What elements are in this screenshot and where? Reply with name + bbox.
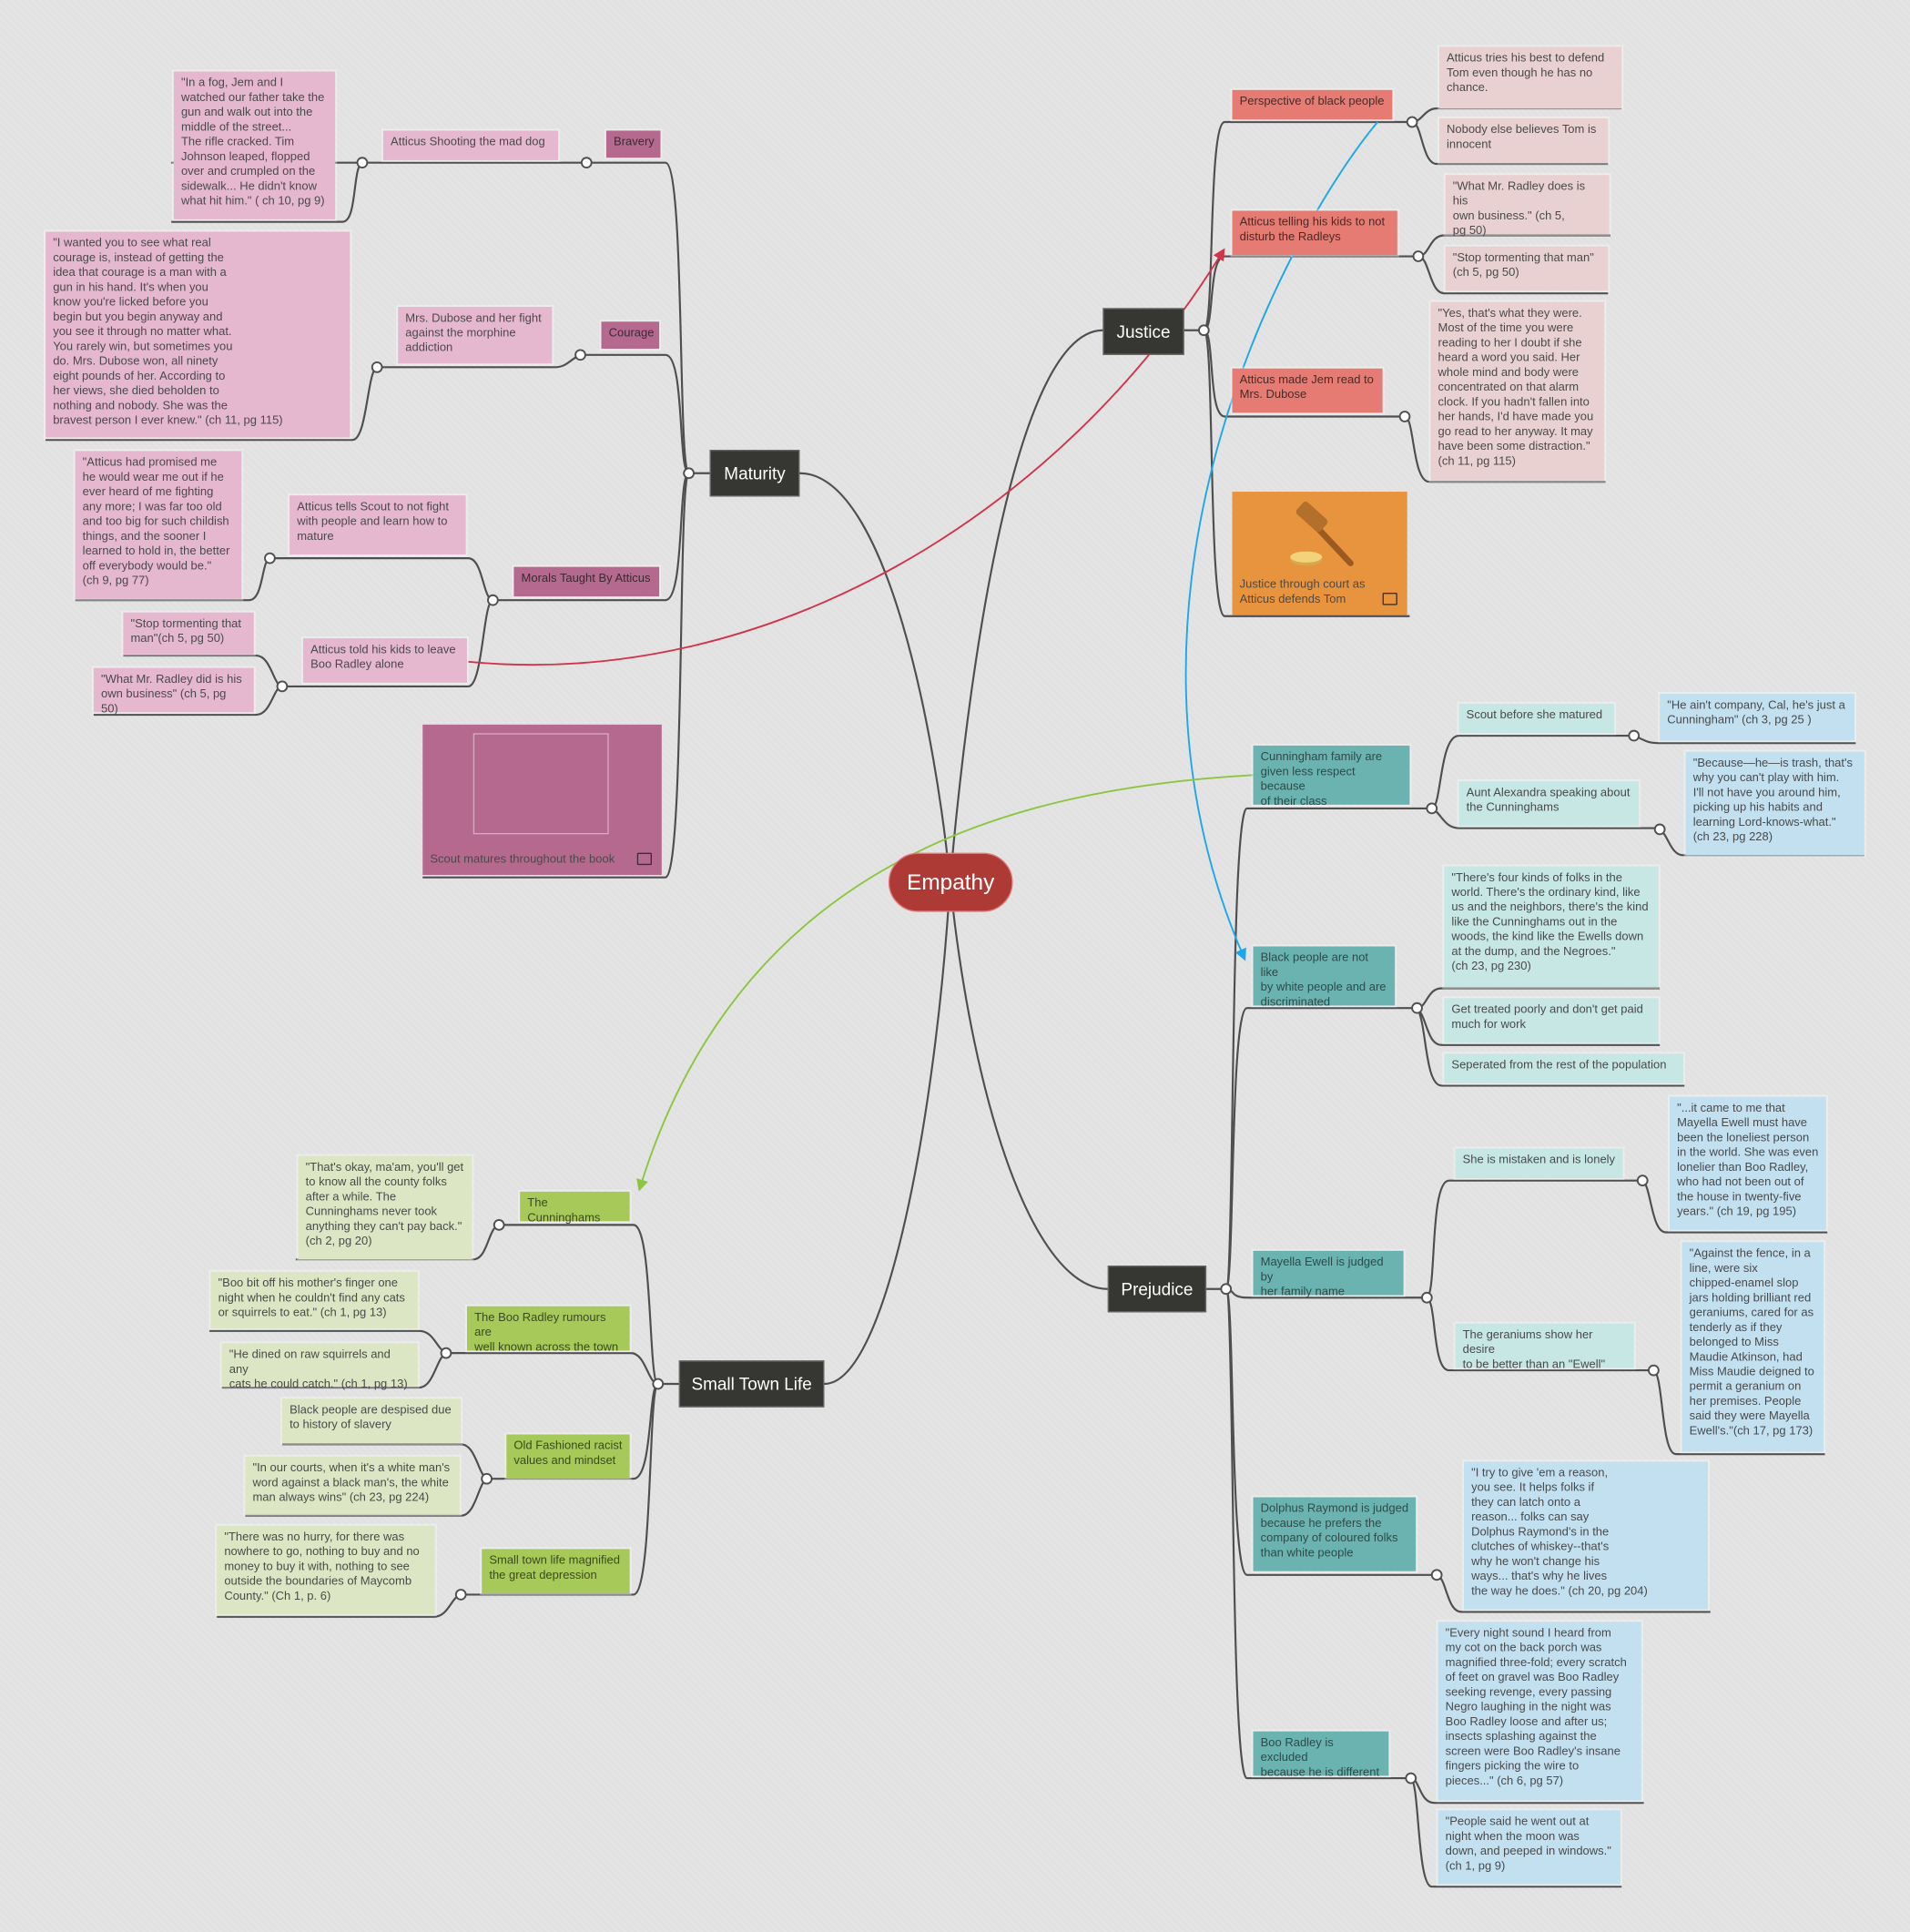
quote-peeped-windows[interactable]: "People said he went out at night when t… — [1438, 1810, 1620, 1885]
image-icon[interactable] — [1382, 593, 1397, 605]
relationship-green-arrow — [636, 774, 1254, 1192]
subtopic-courage[interactable]: Courage — [601, 321, 660, 350]
node-geraniums[interactable]: The geraniums show her desire to be bett… — [1455, 1323, 1634, 1371]
quote-stop-tormenting-justice[interactable]: "Stop tormenting that man" (ch 5, pg 50) — [1445, 246, 1609, 291]
node-dubose[interactable]: Mrs. Dubose and her fight against the mo… — [398, 307, 553, 364]
quote-raw-squirrels[interactable]: "He dined on raw squirrels and any cats … — [221, 1343, 418, 1391]
subtopic-mayella[interactable]: Mayella Ewell is judged by her family na… — [1253, 1250, 1404, 1299]
quote-radley-business[interactable]: "What Mr. Radley did is his own business… — [93, 667, 254, 716]
quote-radley-business-justice[interactable]: "What Mr. Radley does is his own busines… — [1445, 175, 1610, 238]
note-treated-poorly[interactable]: Get treated poorly and don't get paid mu… — [1444, 998, 1659, 1043]
quote-no-fight[interactable]: "Atticus had promised me he would wear m… — [75, 451, 242, 599]
node-scout-before[interactable]: Scout before she matured — [1458, 703, 1615, 734]
subtopic-great-depression[interactable]: Small town life magnified the great depr… — [482, 1549, 630, 1594]
quote-trash[interactable]: "Because—he—is trash, that's why you can… — [1685, 751, 1864, 856]
node-aunt-alexandra[interactable]: Aunt Alexandra speaking about the Cunnin… — [1458, 781, 1640, 826]
subtopic-boo-rumours[interactable]: The Boo Radley rumours are well known ac… — [466, 1306, 630, 1354]
gavel-icon — [1290, 501, 1354, 566]
quote-jem-read[interactable]: "Yes, that's what they were. Most of the… — [1430, 301, 1605, 481]
main-branches — [799, 329, 1108, 1386]
quote-loneliest[interactable]: "...it came to me that Mayella Ewell mus… — [1669, 1096, 1826, 1230]
quote-no-hurry[interactable]: "There was no hurry, for there was nowhe… — [217, 1525, 435, 1615]
quote-dolphus[interactable]: "I try to give 'em a reason, you see. It… — [1463, 1461, 1708, 1610]
note-defend-tom[interactable]: Atticus tries his best to defend Tom eve… — [1438, 46, 1622, 109]
relationship-red-arrow — [468, 248, 1225, 666]
node-mad-dog[interactable]: Atticus Shooting the mad dog — [382, 130, 559, 160]
quote-night-sound[interactable]: "Every night sound I heard from my cot o… — [1438, 1622, 1641, 1801]
subtopic-morals[interactable]: Morals Taught By Atticus — [513, 566, 660, 597]
note-separated[interactable]: Seperated from the rest of the populatio… — [1444, 1053, 1683, 1083]
subtopic-boo-excluded[interactable]: Boo Radley is excluded because he is dif… — [1253, 1731, 1389, 1779]
image-node-scout-matures[interactable]: Scout matures throughout the book — [422, 724, 662, 875]
junction-circles — [264, 116, 1666, 1785]
node-no-fight[interactable]: Atticus tells Scout to not fight with pe… — [290, 495, 466, 555]
note-nobody-believes[interactable]: Nobody else believes Tom is innocent — [1438, 117, 1609, 163]
image-caption: Justice through court as Atticus defends… — [1239, 577, 1366, 606]
subtopic-bravery[interactable]: Bravery — [605, 130, 661, 158]
subtopic-cunningham-class[interactable]: Cunningham family are given less respect… — [1253, 745, 1410, 808]
subtopic-perspective[interactable]: Perspective of black people — [1232, 89, 1393, 120]
topic-maturity[interactable]: Maturity — [709, 450, 800, 497]
image-caption: Scout matures throughout the book — [430, 852, 615, 867]
quote-dubose[interactable]: "I wanted you to see what real courage i… — [46, 231, 351, 438]
relationship-blue-arrow — [1184, 121, 1378, 961]
topic-justice[interactable]: Justice — [1102, 308, 1184, 355]
image-icon[interactable] — [636, 852, 653, 866]
subtopic-cunninghams[interactable]: The Cunninghams — [520, 1191, 630, 1225]
note-slavery[interactable]: Black people are despised due to history… — [281, 1398, 462, 1443]
topic-small-town-life[interactable]: Small Town Life — [678, 1360, 825, 1408]
quote-aint-company[interactable]: "He ain't company, Cal, he's just a Cunn… — [1660, 694, 1855, 741]
node-leave-boo[interactable]: Atticus told his kids to leave Boo Radle… — [302, 638, 467, 683]
subtopic-dolphus[interactable]: Dolphus Raymond is judged because he pre… — [1253, 1497, 1417, 1571]
topic-prejudice[interactable]: Prejudice — [1107, 1266, 1207, 1313]
central-topic-empathy[interactable]: Empathy — [888, 852, 1013, 912]
quote-county-folks[interactable]: "That's okay, ma'am, you'll get to know … — [298, 1155, 472, 1260]
quote-mad-dog[interactable]: "In a fog, Jem and I watched our father … — [173, 71, 336, 219]
broken-image-placeholder — [472, 733, 609, 835]
subtopic-radleys[interactable]: Atticus telling his kids to not disturb … — [1232, 210, 1397, 256]
quote-courts[interactable]: "In our courts, when it's a white man's … — [245, 1456, 460, 1515]
node-lonely[interactable]: She is mistaken and is lonely — [1455, 1148, 1623, 1178]
subtopic-black-people[interactable]: Black people are not like by white peopl… — [1253, 946, 1396, 1010]
quote-geraniums[interactable]: "Against the fence, in a line, were six … — [1681, 1242, 1824, 1452]
subtopic-racist-values[interactable]: Old Fashioned racist values and mindset — [506, 1434, 630, 1480]
subtopic-jem-read[interactable]: Atticus made Jem read to Mrs. Dubose — [1232, 368, 1383, 413]
quote-four-kinds[interactable]: "There's four kinds of folks in the worl… — [1444, 866, 1659, 988]
image-node-justice-court[interactable]: Justice through court as Atticus defends… — [1232, 492, 1407, 615]
quote-stop-tormenting[interactable]: "Stop tormenting that man"(ch 5, pg 50) — [123, 612, 254, 655]
quote-boo-finger[interactable]: "Boo bit off his mother's finger one nig… — [210, 1271, 418, 1329]
